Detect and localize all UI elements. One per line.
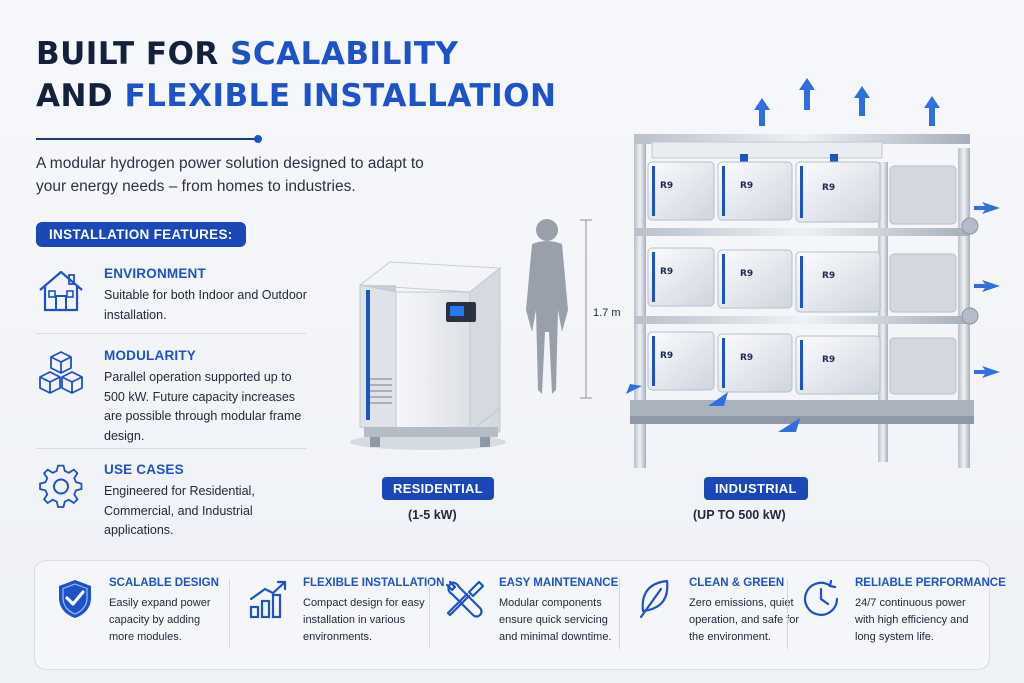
divider [229,579,230,649]
residential-range: (1-5 kW) [408,508,457,522]
benefit-clean-green: CLEAN & GREEN Zero emissions, quiet oper… [633,575,803,661]
benefit-desc: Compact design for easy installation in … [303,597,425,644]
cubes-icon [39,351,83,394]
title-line1-blue: SCALABILITY [230,36,459,72]
industrial-range: (UP TO 500 kW) [693,508,786,522]
module-brand: R9 [740,353,753,363]
subtitle: A modular hydrogen power solution design… [36,155,424,196]
divider [429,579,430,649]
feature-environment: ENVIRONMENT Suitable for both Indoor and… [36,266,307,326]
divider [36,333,306,334]
benefit-reliable-performance: RELIABLE PERFORMANCE 24/7 continuous pow… [799,575,1006,661]
title-line2-blue: FLEXIBLE INSTALLATION [124,77,557,114]
module-brand: R9 [740,181,753,191]
module-brand: R9 [822,355,835,365]
module-row [647,247,957,313]
feature-title: USE CASES [104,462,184,477]
installation-features-pill: INSTALLATION FEATURES: [36,222,246,247]
gear-icon [39,464,83,508]
feature-modularity: MODULARITY Parallel operation supported … [36,348,306,443]
growth-chart-icon [249,580,287,619]
module-row [647,161,957,225]
benefit-title: FLEXIBLE INSTALLATION [303,577,445,589]
feature-desc: Parallel operation supported up to 500 k… [104,370,302,443]
leaf-icon [639,579,669,619]
residential-label: RESIDENTIAL [382,477,494,500]
clock-icon [803,579,839,616]
residential-unit [350,261,506,450]
title-underline [36,135,262,143]
product-scene: 1.7 m [350,78,1000,468]
height-label: 1.7 m [593,307,621,319]
benefit-desc: Modular components ensure quick servicin… [499,597,612,644]
benefit-desc: 24/7 continuous power with high efficien… [855,597,969,644]
feature-title: ENVIRONMENT [104,266,206,281]
benefit-desc: Easily expand power capacity by adding m… [109,597,211,644]
industrial-label: INDUSTRIAL [704,477,808,500]
feature-title: MODULARITY [104,348,196,363]
airflow-arrows [626,78,1000,432]
benefit-title: CLEAN & GREEN [689,577,785,589]
benefit-title: SCALABLE DESIGN [109,577,219,589]
page-title: BUILT FOR SCALABILITY AND FLEXIBLE INSTA… [36,34,616,117]
module-brand: R9 [660,267,673,277]
benefits-panel: SCALABLE DESIGN Easily expand power capa… [34,560,1006,670]
industrial-rack: R9 R9 R9 R9 R9 R9 R9 R9 R9 [630,134,979,468]
module-brand: R9 [740,269,753,279]
module-brand: R9 [660,351,673,361]
human-silhouette [526,219,568,394]
module-row [647,331,957,395]
benefit-easy-maintenance: EASY MAINTENANCE Modular components ensu… [443,575,633,661]
benefit-scalable-design: SCALABLE DESIGN Easily expand power capa… [53,575,233,661]
title-line2-dark: AND [36,77,125,114]
divider [36,448,306,449]
divider [787,579,788,649]
benefit-flexible-installation: FLEXIBLE INSTALLATION Compact design for… [247,575,444,661]
feature-desc: Engineered for Residential, Commercial, … [104,484,255,537]
shield-check-icon [59,580,91,618]
module-brand: R9 [660,181,673,191]
title-line1-dark: BUILT FOR [36,36,231,72]
divider [619,579,620,649]
benefit-desc: Zero emissions, quiet operation, and saf… [689,597,800,644]
feature-desc: Suitable for both Indoor and Outdoor ins… [104,288,307,322]
benefit-title: RELIABLE PERFORMANCE [855,577,1006,589]
module-brand: R9 [822,183,835,193]
module-brand: R9 [822,271,835,281]
benefit-title: EASY MAINTENANCE [499,577,619,589]
feature-use-cases: USE CASES Engineered for Residential, Co… [36,462,306,542]
house-icon [39,270,83,312]
wrench-screwdriver-icon [445,580,485,618]
